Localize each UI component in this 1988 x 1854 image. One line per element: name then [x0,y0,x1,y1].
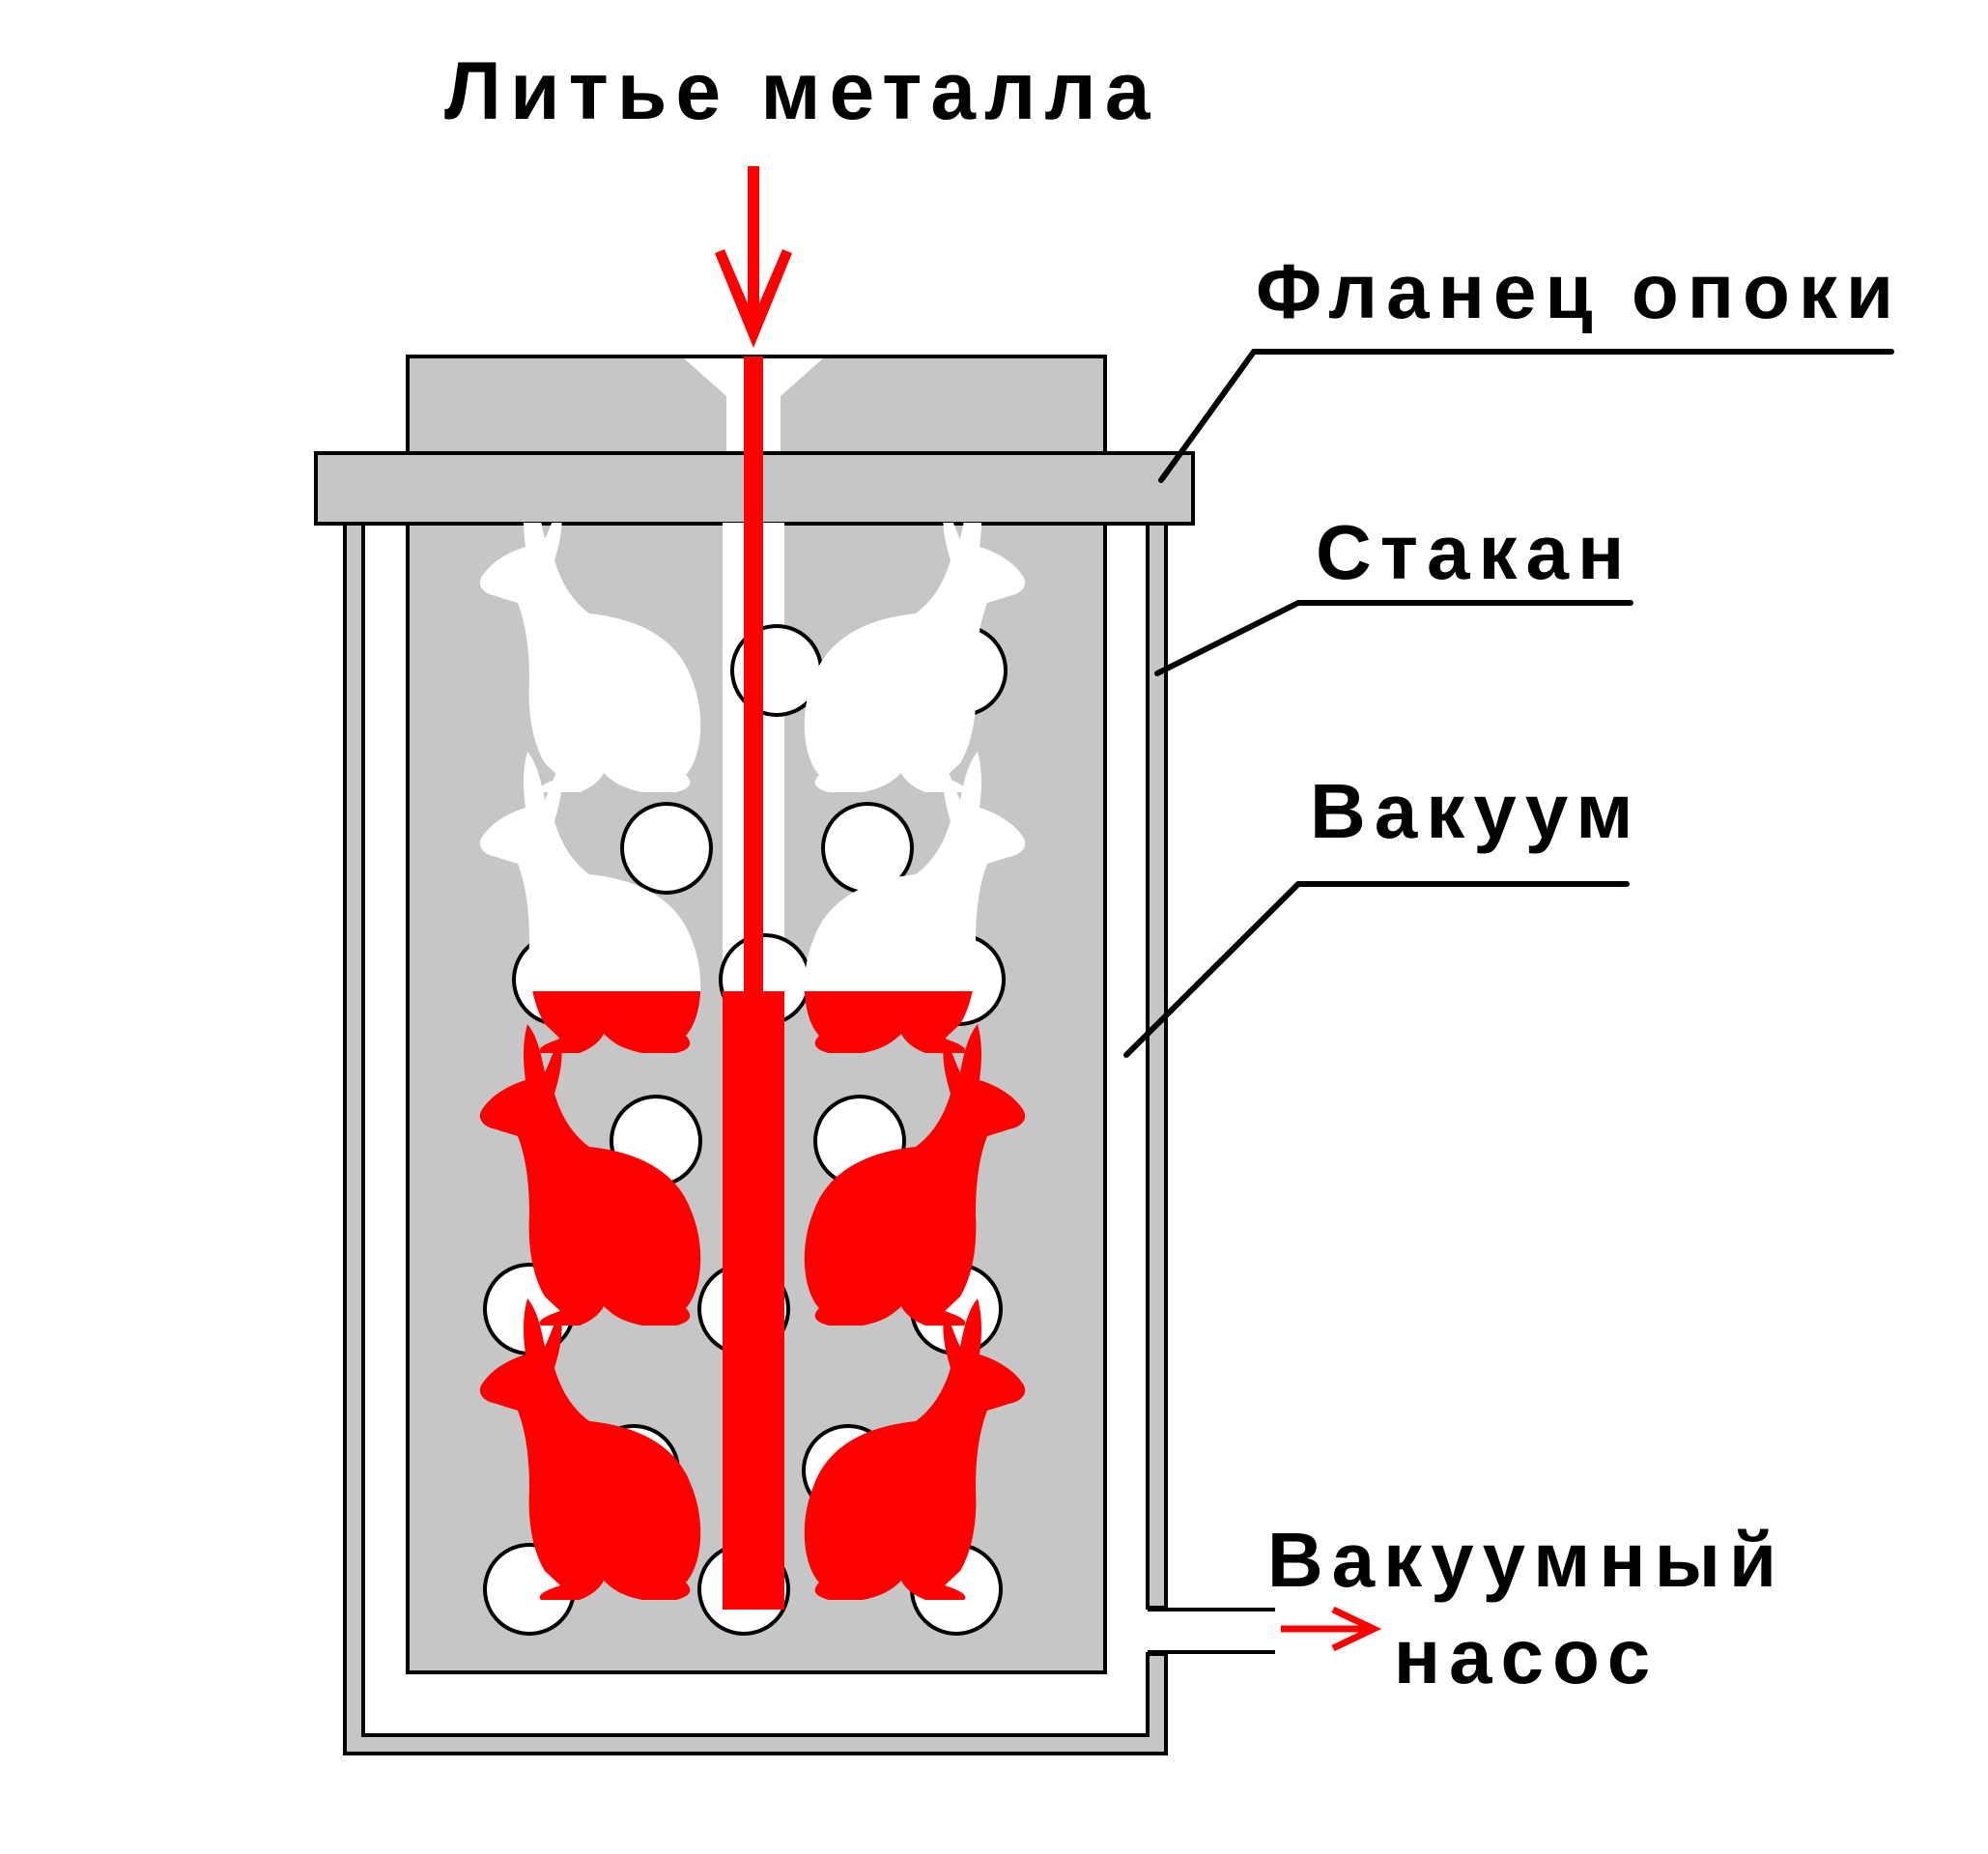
vacuum-leader [1123,881,1630,1058]
cup-leader [1154,600,1633,676]
flange-leader [1158,349,1894,483]
pour-arrow-icon [715,166,792,348]
flange-label: Фланец опоки [1256,248,1903,334]
pouring-label: Литье металла [444,45,1159,136]
pump-arrow-icon [1281,1606,1382,1652]
cup-label: Стакан [1316,509,1633,595]
leader-lines [1123,349,1894,1058]
metal-stream [744,357,763,991]
vacuum-label: Вакуум [1310,768,1642,854]
pump-label-line2: насос [1393,1613,1660,1699]
pump-label: Вакуумный насос [1256,1512,1797,1705]
pump-label-line1: Вакуумный [1266,1517,1786,1603]
filled-sprue [723,991,784,1610]
pump-pipe [1148,1608,1275,1654]
